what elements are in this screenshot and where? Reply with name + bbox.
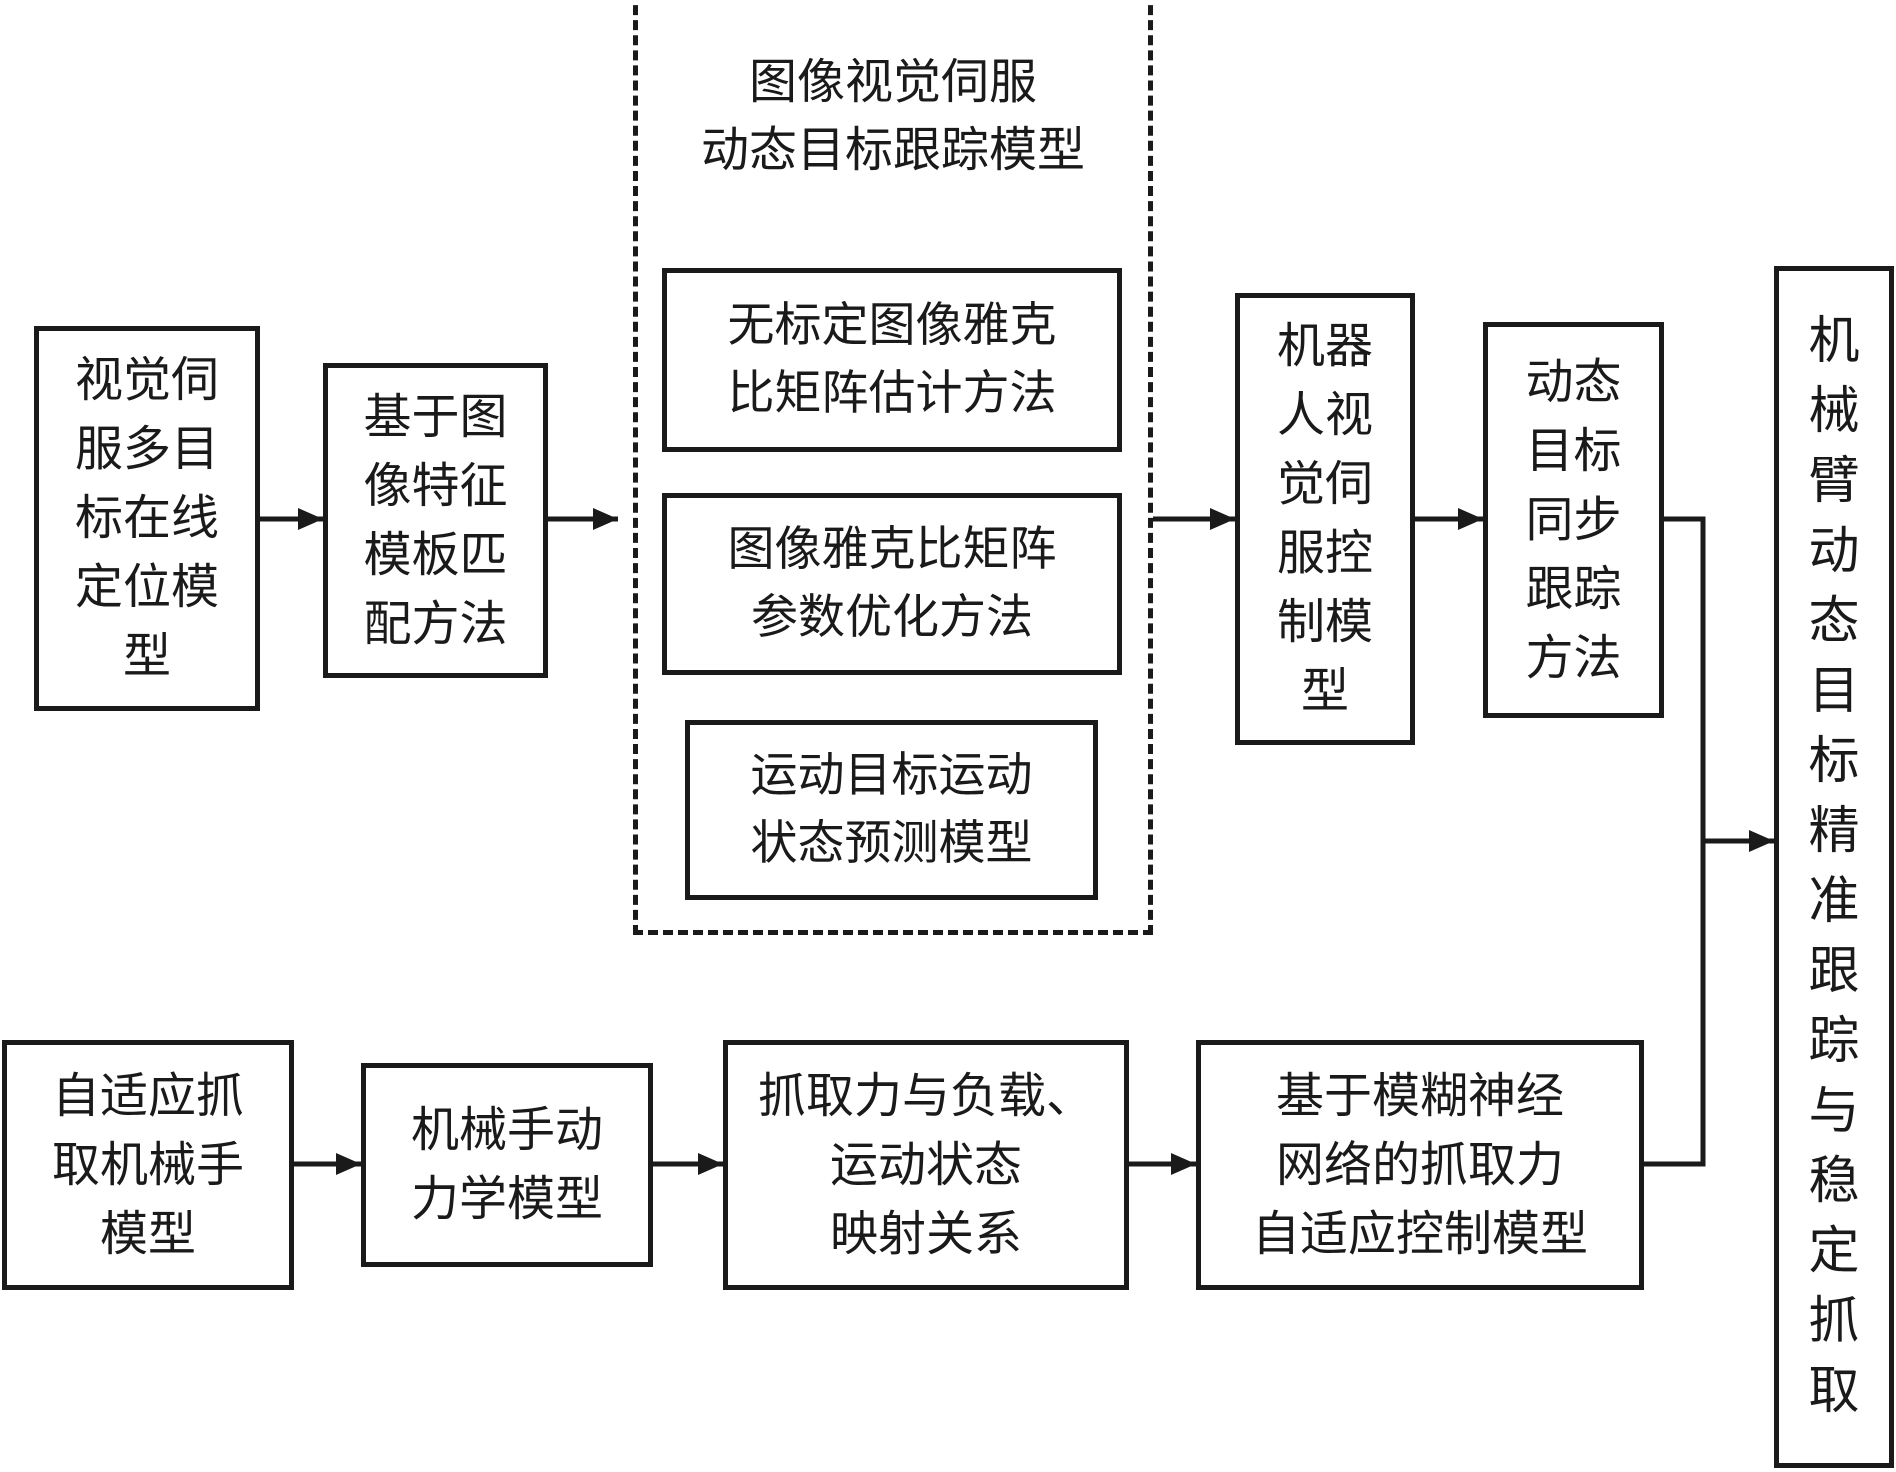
node-motion-state-prediction: 运动目标运动 状态预测模型 [685, 720, 1098, 900]
connector-sync-to-merge [1644, 516, 1706, 1167]
node-jacobian-parameter-optimization: 图像雅克比矩阵 参数优化方法 [662, 493, 1122, 675]
arrowhead-robot-control-to-sync [1458, 508, 1483, 530]
node-visual-servo-multi-target-locate: 视觉伺 服多目 标在线 定位模 型 [34, 326, 260, 711]
arrowhead-mapping-to-fuzzy [1171, 1153, 1196, 1175]
node-label: 机器 人视 觉伺 服控 制模 型 [1276, 318, 1373, 719]
node-label: 视觉伺 服多目 标在线 定位模 型 [74, 352, 219, 684]
group-title: 图像视觉伺服 动态目标跟踪模型 [700, 54, 1085, 178]
node-label: 图像雅克比矩阵 参数优化方法 [727, 522, 1057, 645]
node-label: 机 械 臂 动 态 目 标 精 准 跟 踪 与 稳 定 抓 取 [1808, 312, 1860, 1421]
node-uncalibrated-jacobian-estimation: 无标定图像雅克 比矩阵估计方法 [662, 268, 1122, 452]
arrowhead-dynamics-to-mapping [698, 1153, 723, 1175]
node-final-precise-tracking-grasp: 机 械 臂 动 态 目 标 精 准 跟 踪 与 稳 定 抓 取 [1774, 266, 1894, 1468]
node-label: 基于图 像特征 模板匹 配方法 [363, 388, 508, 652]
node-robot-visual-servo-control: 机器 人视 觉伺 服控 制模 型 [1235, 293, 1415, 745]
node-image-feature-template-match: 基于图 像特征 模板匹 配方法 [323, 363, 548, 678]
node-adaptive-gripper-model: 自适应抓 取机械手 模型 [2, 1040, 294, 1290]
node-label: 自适应抓 取机械手 模型 [51, 1067, 244, 1262]
node-gripper-dynamics-model: 机械手动 力学模型 [361, 1063, 653, 1267]
node-grip-force-load-mapping: 抓取力与负载、 运动状态 映射关系 [723, 1040, 1129, 1290]
node-dynamic-target-sync-tracking: 动态 目标 同步 跟踪 方法 [1483, 322, 1664, 718]
group-ibvs-tracking-model [633, 0, 1153, 935]
node-label: 无标定图像雅克 比矩阵估计方法 [727, 298, 1057, 421]
arrowhead-template-to-ibvs [593, 508, 618, 530]
arrowhead-gripper-to-dynamics [336, 1153, 361, 1175]
node-label: 动态 目标 同步 跟踪 方法 [1525, 353, 1622, 686]
node-label: 基于模糊神经 网络的抓取力 自适应控制模型 [1251, 1067, 1588, 1262]
arrowhead-locate-to-template [298, 508, 323, 530]
node-fuzzy-nn-force-control: 基于模糊神经 网络的抓取力 自适应控制模型 [1196, 1040, 1644, 1290]
node-label: 运动目标运动 状态预测模型 [750, 748, 1033, 871]
node-label: 抓取力与负载、 运动状态 映射关系 [757, 1067, 1094, 1262]
node-label: 机械手动 力学模型 [410, 1102, 603, 1227]
arrowhead-merge-to-final [1749, 830, 1774, 852]
arrowhead-ibvs-to-robot-control [1210, 508, 1235, 530]
